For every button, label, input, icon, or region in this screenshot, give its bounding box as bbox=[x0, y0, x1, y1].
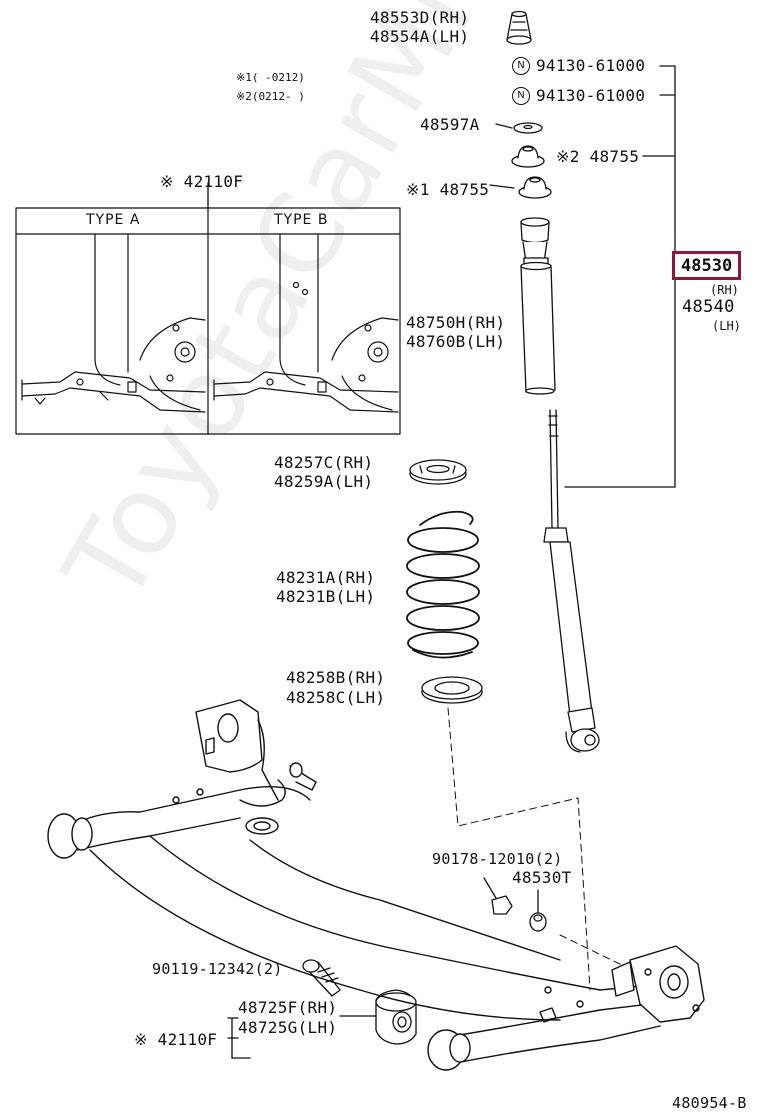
beam-leader bbox=[227, 1015, 377, 1059]
part-bush-lh[interactable]: 48725G(LH) bbox=[238, 1018, 338, 1037]
part-upper-insulator-rh[interactable]: 48257C(RH) bbox=[274, 453, 374, 472]
upper-insulator-drawing bbox=[409, 459, 467, 485]
part-bushing-48530t[interactable]: 48530T bbox=[512, 868, 572, 887]
type-b-sketch bbox=[213, 234, 399, 413]
part-bump-stopper-lh[interactable]: 48554A(LH) bbox=[370, 27, 470, 46]
part-bolt-90178[interactable]: 90178-12010(2) bbox=[432, 850, 563, 868]
alignment-dashes bbox=[447, 707, 629, 991]
part-support-2[interactable]: ※2 48755 bbox=[556, 147, 640, 166]
part-absorber-highlighted[interactable]: 48530 bbox=[672, 251, 742, 280]
part-spring-lh[interactable]: 48231B(LH) bbox=[276, 587, 376, 606]
shock-absorber-drawing bbox=[543, 409, 600, 753]
part-bolt-90119[interactable]: 90119-12342(2) bbox=[152, 960, 283, 978]
diagram-code: 480954-B bbox=[672, 1094, 747, 1112]
axle-beam-drawing bbox=[47, 699, 705, 1071]
coil-spring-drawing bbox=[406, 510, 480, 659]
type-box-frame bbox=[15, 207, 401, 435]
type-box-ref-label[interactable]: ※ 42110F bbox=[160, 172, 244, 191]
part-nut-1[interactable]: 94130-61000 bbox=[536, 56, 646, 75]
part-lower-insulator-lh[interactable]: 48258C(LH) bbox=[286, 688, 386, 707]
type-a-header: TYPE A bbox=[86, 212, 141, 228]
part-upper-insulator-lh[interactable]: 48259A(LH) bbox=[274, 472, 374, 491]
part-spring-rh[interactable]: 48231A(RH) bbox=[276, 568, 376, 587]
type-a-sketch bbox=[21, 234, 206, 413]
part-cover-lh[interactable]: 48760B(LH) bbox=[406, 332, 506, 351]
note-2: ※2(0212- ) bbox=[236, 90, 305, 103]
part-cover-rh[interactable]: 48750H(RH) bbox=[406, 313, 506, 332]
part-absorber-rh-tag: (RH) bbox=[710, 283, 739, 297]
support-upper-drawing bbox=[511, 145, 545, 168]
part-absorber-lh[interactable]: 48540 bbox=[682, 297, 735, 317]
lower-insulator-drawing bbox=[421, 676, 483, 704]
support-lower-drawing bbox=[518, 176, 552, 199]
part-axle-beam[interactable]: ※ 42110F bbox=[134, 1030, 218, 1049]
part-washer[interactable]: 48597A bbox=[420, 115, 480, 134]
bush-48725-drawing bbox=[375, 989, 417, 1045]
part-bush-rh[interactable]: 48725F(RH) bbox=[238, 998, 338, 1017]
bump-stopper-drawing bbox=[506, 10, 532, 45]
nut-symbol-1: N bbox=[512, 57, 530, 75]
part-lower-insulator-rh[interactable]: 48258B(RH) bbox=[286, 668, 386, 687]
type-b-header: TYPE B bbox=[274, 212, 329, 228]
bolt-90178-drawing bbox=[483, 877, 513, 915]
part-bump-stopper-rh[interactable]: 48553D(RH) bbox=[370, 8, 470, 27]
bushing-48530t-drawing bbox=[529, 889, 547, 932]
nut-symbol-2: N bbox=[512, 87, 530, 105]
part-support-1[interactable]: ※1 48755 bbox=[406, 180, 490, 199]
note-1: ※1( -0212) bbox=[236, 71, 305, 84]
part-nut-2[interactable]: 94130-61000 bbox=[536, 86, 646, 105]
absorber-cover-drawing bbox=[520, 217, 556, 395]
part-absorber-lh-tag: (LH) bbox=[712, 319, 741, 333]
